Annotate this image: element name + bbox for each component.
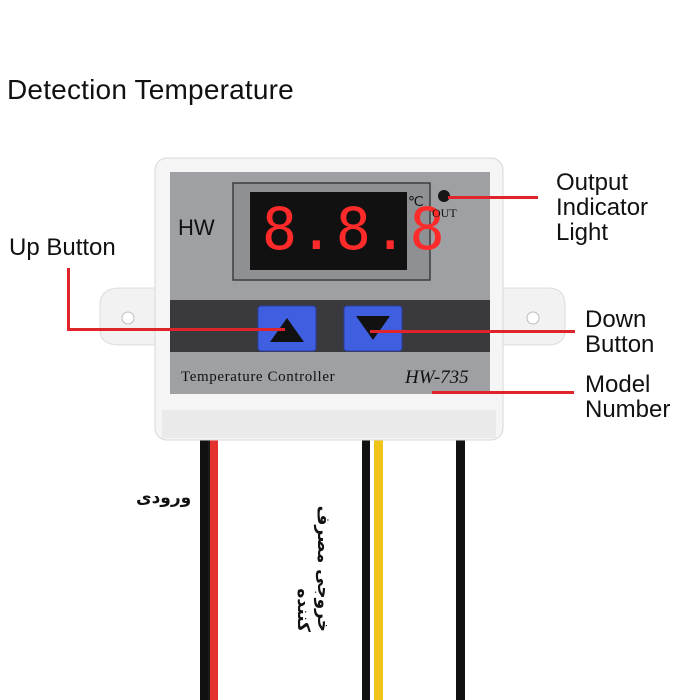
out-label: OUT <box>432 206 457 220</box>
output-callout-line <box>448 196 538 199</box>
product-name: Temperature Controller <box>181 369 336 385</box>
led-display <box>250 192 407 270</box>
down-button-label: Down Button <box>585 306 655 358</box>
brand-label: HW <box>178 215 215 240</box>
model-number-label: Model Number <box>585 371 671 423</box>
down-callout-line <box>370 330 575 333</box>
up-button-label: Up Button <box>9 234 116 261</box>
unit-label: ℃ <box>408 195 424 210</box>
button-strip <box>170 300 490 352</box>
model-label: HW-735 <box>405 367 469 388</box>
right-screw-hole <box>526 311 540 325</box>
yellow-wire <box>374 420 383 700</box>
black-wire-1 <box>204 420 215 700</box>
output-wire-label: خروجی مصرف کننده <box>293 505 333 632</box>
output-indicator-label: Output Indicator Light <box>556 169 649 246</box>
terminal-block <box>162 410 496 438</box>
arrow-down-icon <box>356 316 390 340</box>
black-wire-mid <box>362 420 370 700</box>
input-wire-label: ورودی <box>136 488 192 508</box>
arrow-up-icon <box>270 318 304 342</box>
page-title: Detection Temperature <box>7 74 294 105</box>
red-wire <box>210 420 218 700</box>
black-wire-left <box>200 420 208 700</box>
up-callout-horizontal <box>67 328 285 331</box>
display-digits: 8.8.8 <box>262 195 447 263</box>
black-wire-right <box>456 420 465 700</box>
model-callout-line <box>432 391 574 394</box>
up-callout-vertical <box>67 268 70 330</box>
led-indicator-icon <box>438 190 450 202</box>
left-screw-hole <box>121 311 135 325</box>
